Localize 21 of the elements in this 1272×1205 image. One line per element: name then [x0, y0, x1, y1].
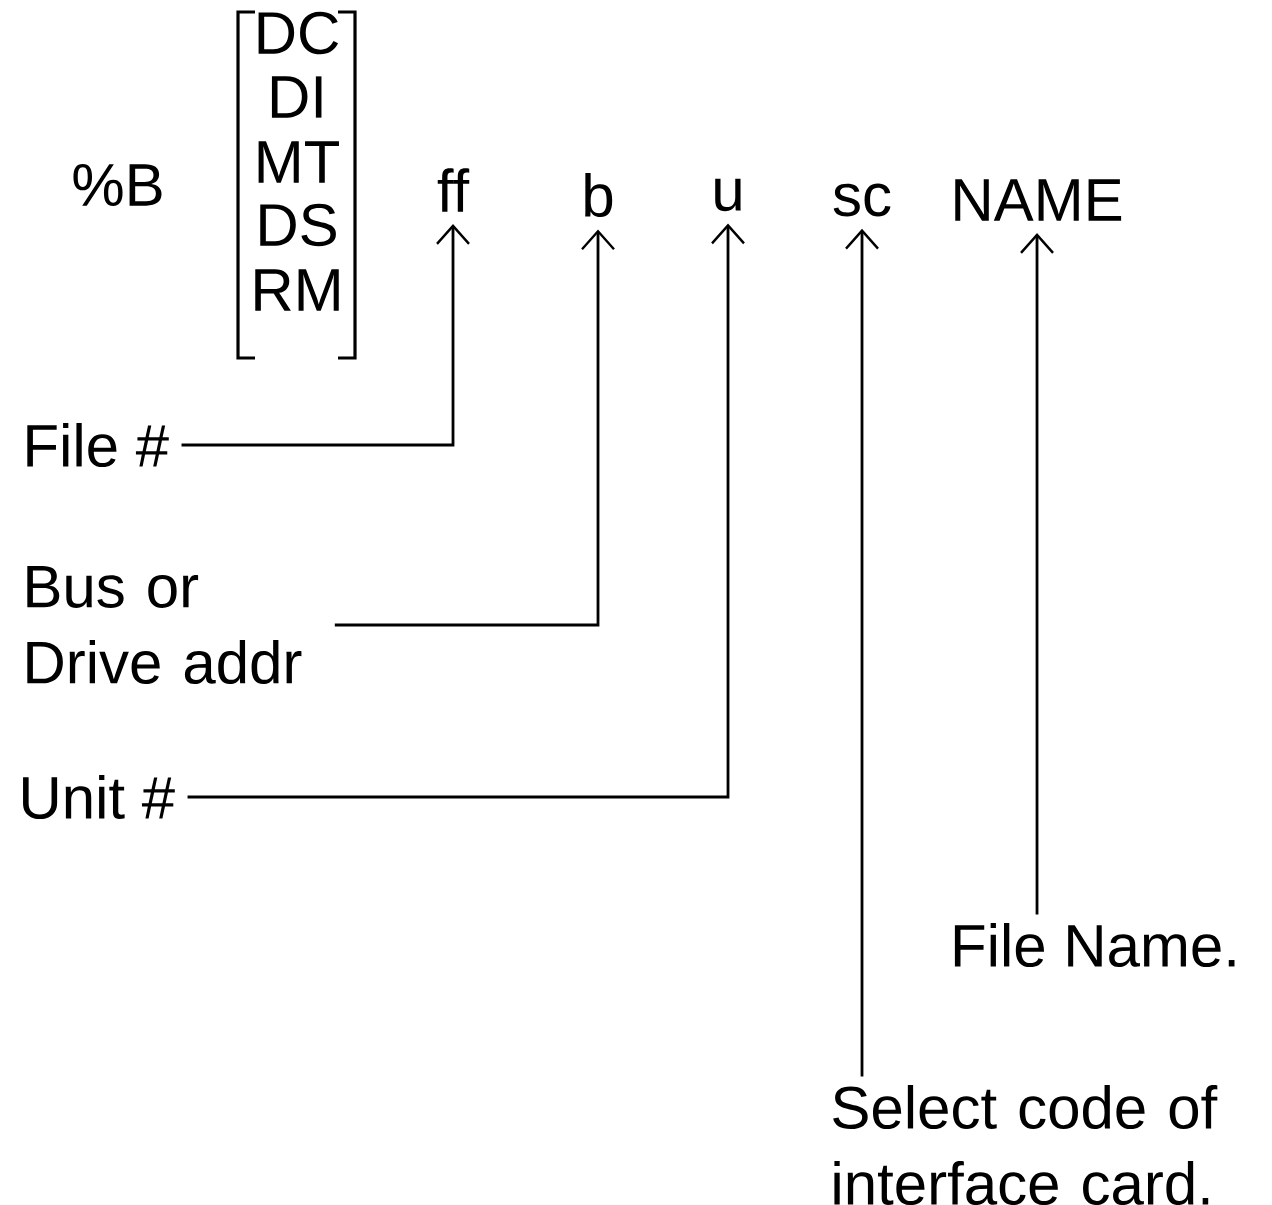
label-text: MT — [258, 141, 339, 183]
label-text: DI — [271, 76, 322, 118]
leader-arrow — [845, 228, 879, 1077]
leader-arrow — [1020, 233, 1054, 915]
field-label: ff — [437, 168, 470, 212]
label-text: %B — [73, 164, 162, 206]
description-text: File Name. — [954, 923, 1235, 968]
leader-arrow — [187, 223, 745, 799]
field-label: sc — [833, 183, 891, 217]
description-text: Bus or Drive addr — [27, 566, 302, 684]
field-label: b — [585, 173, 613, 218]
field-label: NAME — [955, 179, 1122, 221]
description-text: Select code of interface card. — [833, 1085, 1218, 1205]
description-text: File # — [27, 423, 169, 468]
label-text: DC — [258, 11, 339, 55]
leader-arrow — [334, 229, 615, 627]
label-text: DS — [260, 203, 336, 247]
leader-arrow — [181, 224, 470, 447]
label-text: RM — [255, 269, 339, 311]
description-text: Unit # — [23, 775, 175, 820]
field-label: u — [715, 178, 741, 212]
